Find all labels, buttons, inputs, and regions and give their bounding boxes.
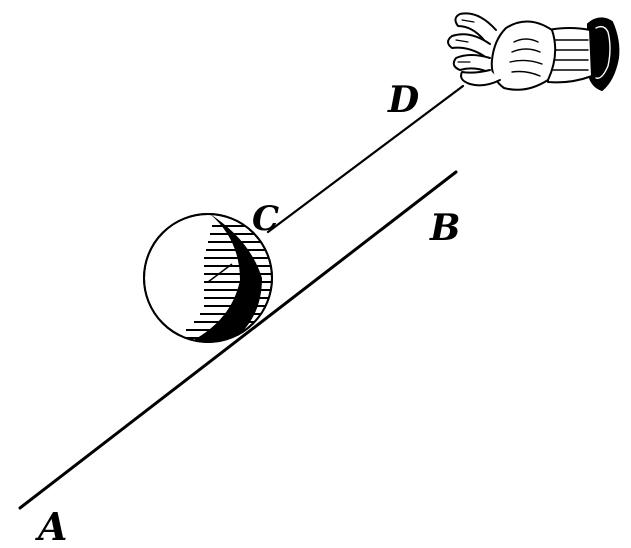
label-d: D	[387, 79, 419, 121]
hand-illustration	[447, 12, 620, 91]
inclined-plane-line	[18, 170, 458, 510]
ball-radius-line	[207, 263, 233, 283]
string-line	[266, 84, 465, 234]
ball	[143, 213, 273, 343]
label-a: A	[35, 504, 67, 548]
label-c: C	[252, 199, 279, 239]
label-b: B	[429, 207, 460, 249]
